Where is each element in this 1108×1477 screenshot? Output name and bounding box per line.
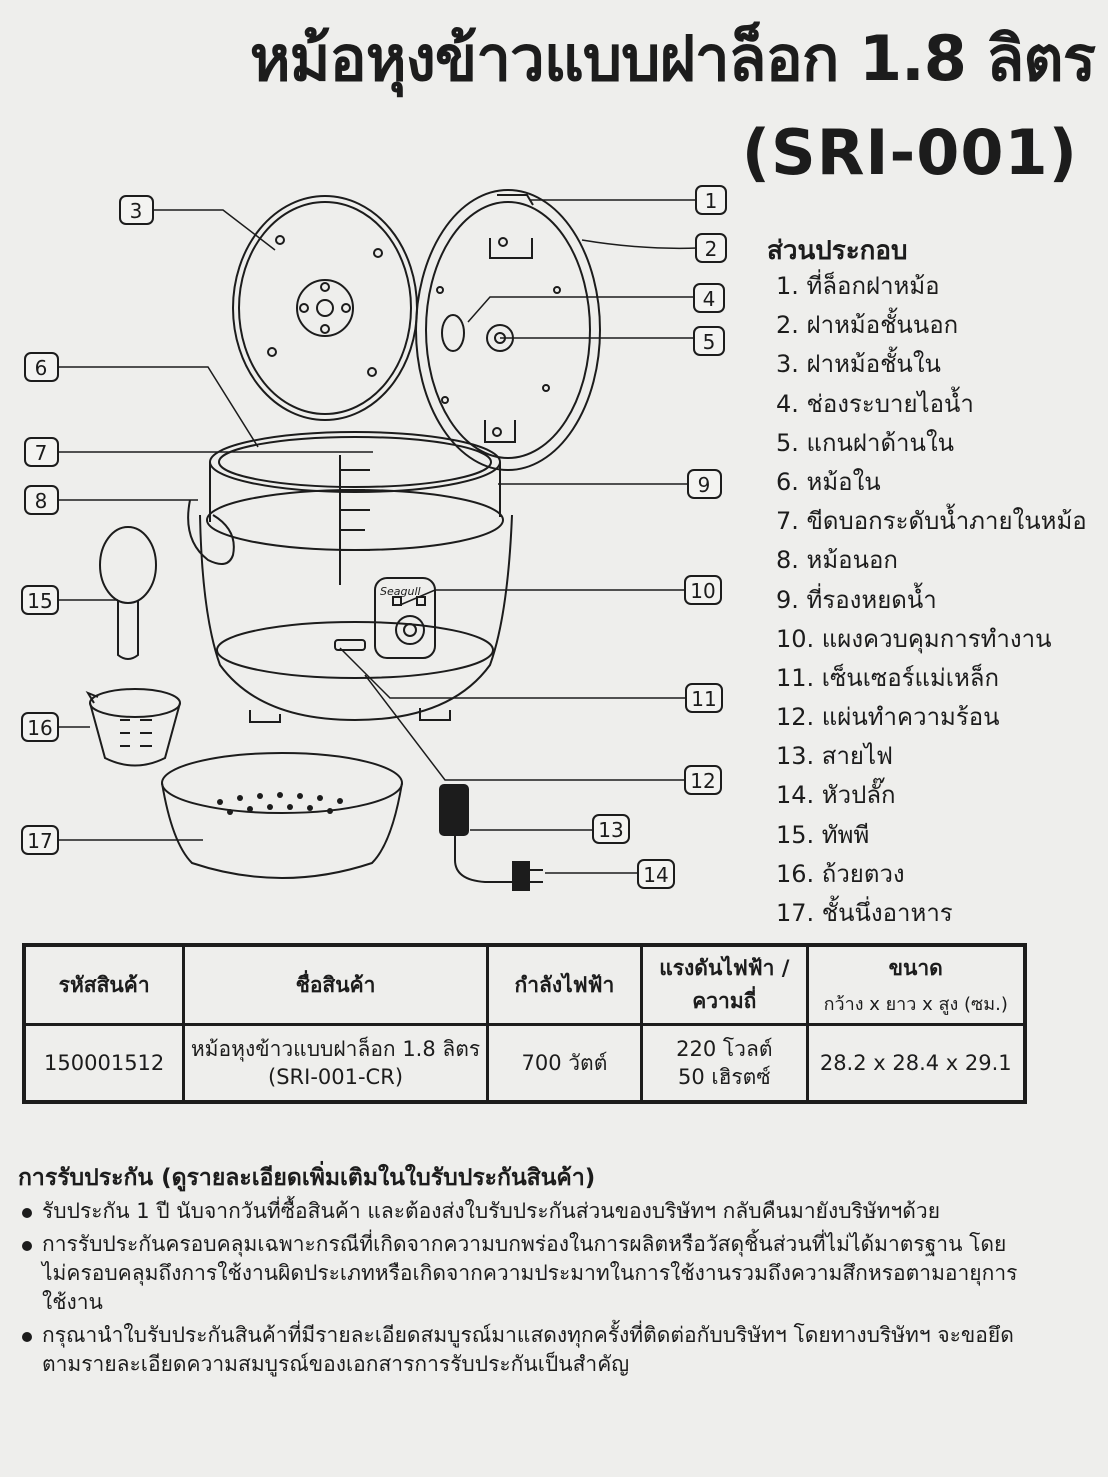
header-size: ขนาด กว้าง x ยาว x สูง (ซม.) <box>805 943 1027 1026</box>
cell-power: 700 วัตต์ <box>485 1023 644 1104</box>
header-size-units: กว้าง x ยาว x สูง (ซม.) <box>823 994 1008 1015</box>
svg-text:15: 15 <box>27 589 52 613</box>
parts-list-item: 4. ช่องระบายไอน้ำ <box>776 389 974 418</box>
parts-list-item: 3. ฝาหม้อชั้นใน <box>776 350 941 379</box>
svg-text:12: 12 <box>690 769 715 793</box>
parts-list-item: 12. แผ่นทำความร้อน <box>776 703 1000 732</box>
callout-17: 17 <box>21 825 59 855</box>
parts-heading: ส่วนประกอบ <box>767 236 908 266</box>
parts-list: 1. ที่ล็อกฝาหม้อ 2. ฝาหม้อชั้นนอก 3. ฝาห… <box>776 270 1087 936</box>
parts-list-item: 16. ถ้วยตวง <box>776 859 905 888</box>
parts-list-item: 15. ทัพพี <box>776 820 870 849</box>
callout-15: 15 <box>21 585 59 615</box>
header-size-title: ขนาด <box>888 956 943 980</box>
parts-list-item: 17. ชั้นนึ่งอาหาร <box>776 899 953 927</box>
callout-13: 13 <box>592 814 630 844</box>
cell-size: 28.2 x 28.4 x 29.1 <box>805 1023 1027 1104</box>
product-name-line: หม้อหุงข้าวแบบฝาล็อก 1.8 ลิตร <box>190 1036 481 1061</box>
callout-9: 9 <box>687 469 722 499</box>
header-power: กำลังไฟฟ้า <box>485 943 644 1026</box>
warranty-heading: การรับประกัน (ดูรายละเอียดเพิ่มเติมในใบร… <box>18 1165 596 1191</box>
svg-text:14: 14 <box>643 863 668 887</box>
svg-text:10: 10 <box>690 579 715 603</box>
parts-list-item: 5. แกนฝาด้านใน <box>776 428 955 457</box>
svg-text:8: 8 <box>35 489 48 513</box>
parts-list-item: 10. แผงควบคุมการทำงาน <box>776 624 1052 653</box>
parts-list-item: 2. ฝาหม้อชั้นนอก <box>776 311 959 340</box>
cooker-body-drawing <box>187 431 513 723</box>
parts-list-item: 11. เซ็นเซอร์แม่เหล็ก <box>776 663 1000 692</box>
frequency-value: 50 เฮิรตซ์ <box>678 1065 771 1089</box>
svg-text:1: 1 <box>705 189 718 213</box>
callout-7: 7 <box>24 437 59 467</box>
warranty-item: รับประกัน 1 ปี นับจากวันที่ซื้อสินค้า แล… <box>18 1197 1018 1226</box>
svg-text:6: 6 <box>35 356 48 380</box>
measuring-cup-drawing <box>85 688 181 767</box>
callout-5: 5 <box>693 326 725 356</box>
svg-text:7: 7 <box>35 441 48 465</box>
callout-4: 4 <box>693 283 725 313</box>
callout-10: 10 <box>684 575 722 605</box>
callout-2: 2 <box>695 233 727 263</box>
svg-text:4: 4 <box>703 287 716 311</box>
page-title: หม้อหุงข้าวแบบฝาล็อก 1.8 ลิตร <box>249 22 1096 95</box>
callout-labels: 1 2 3 4 5 6 7 8 9 10 11 12 13 14 15 16 1… <box>21 185 727 889</box>
parts-list-item: 1. ที่ล็อกฝาหม้อ <box>776 272 940 300</box>
parts-list-item: 8. หม้อนอก <box>776 546 898 575</box>
power-cord-drawing <box>439 784 543 891</box>
parts-list-item: 14. หัวปลั๊ก <box>776 781 896 810</box>
callout-3: 3 <box>119 195 154 225</box>
warranty-item: การรับประกันครอบคลุมเฉพาะกรณีที่เกิดจากค… <box>18 1230 1018 1317</box>
inner-lid-drawing <box>232 195 418 421</box>
callout-12: 12 <box>684 765 722 795</box>
callout-11: 11 <box>685 683 723 713</box>
spec-table: รหัสสินค้า ชื่อสินค้า กำลังไฟฟ้า แรงดันไ… <box>22 943 1027 1104</box>
callout-1: 1 <box>695 185 727 215</box>
rice-paddle-drawing <box>99 526 157 660</box>
brand-logo: Seagull <box>380 585 421 598</box>
table-header-row: รหัสสินค้า ชื่อสินค้า กำลังไฟฟ้า แรงดันไ… <box>22 943 1027 1026</box>
svg-text:13: 13 <box>598 818 623 842</box>
callout-8: 8 <box>24 485 59 515</box>
parts-list-item: 6. หม้อใน <box>776 467 881 496</box>
rice-cooker-diagram: 1 2 3 4 5 6 7 8 9 10 11 12 13 14 15 16 1… <box>21 185 727 891</box>
voltage-value: 220 โวลต์ <box>676 1036 773 1061</box>
header-product-code: รหัสสินค้า <box>22 943 186 1026</box>
parts-list-item: 9. ที่รองหยดน้ำ <box>776 585 937 614</box>
callout-6: 6 <box>24 352 59 382</box>
cell-product-name: หม้อหุงข้าวแบบฝาล็อก 1.8 ลิตร (SRI-001-C… <box>182 1023 489 1104</box>
table-row: 150001512 หม้อหุงข้าวแบบฝาล็อก 1.8 ลิตร … <box>22 1023 1027 1104</box>
callout-16: 16 <box>21 712 59 742</box>
parts-list-item: 7. ขีดบอกระดับน้ำภายในหม้อ <box>776 507 1087 536</box>
header-product-name: ชื่อสินค้า <box>182 943 489 1026</box>
outer-lid-drawing <box>415 189 601 471</box>
parts-list-item: 13. สายไฟ <box>776 742 894 771</box>
svg-text:3: 3 <box>130 199 143 223</box>
warranty-list: รับประกัน 1 ปี นับจากวันที่ซื้อสินค้า แล… <box>18 1197 1018 1383</box>
steamer-tray-drawing <box>161 752 403 879</box>
model-title: (SRI-001) <box>741 116 1078 189</box>
svg-text:11: 11 <box>691 687 716 711</box>
callout-14: 14 <box>637 859 675 889</box>
header-voltage: แรงดันไฟฟ้า / ความถี่ <box>640 943 809 1026</box>
warranty-item: กรุณานำใบรับประกันสินค้าที่มีรายละเอียดส… <box>18 1321 1018 1379</box>
svg-text:2: 2 <box>705 237 718 261</box>
svg-text:9: 9 <box>698 473 711 497</box>
svg-text:5: 5 <box>703 330 716 354</box>
cell-voltage: 220 โวลต์ 50 เฮิรตซ์ <box>640 1023 809 1104</box>
cell-product-code: 150001512 <box>22 1023 186 1104</box>
product-model-line: (SRI-001-CR) <box>268 1065 404 1089</box>
svg-text:16: 16 <box>27 716 52 740</box>
svg-text:17: 17 <box>27 829 52 853</box>
